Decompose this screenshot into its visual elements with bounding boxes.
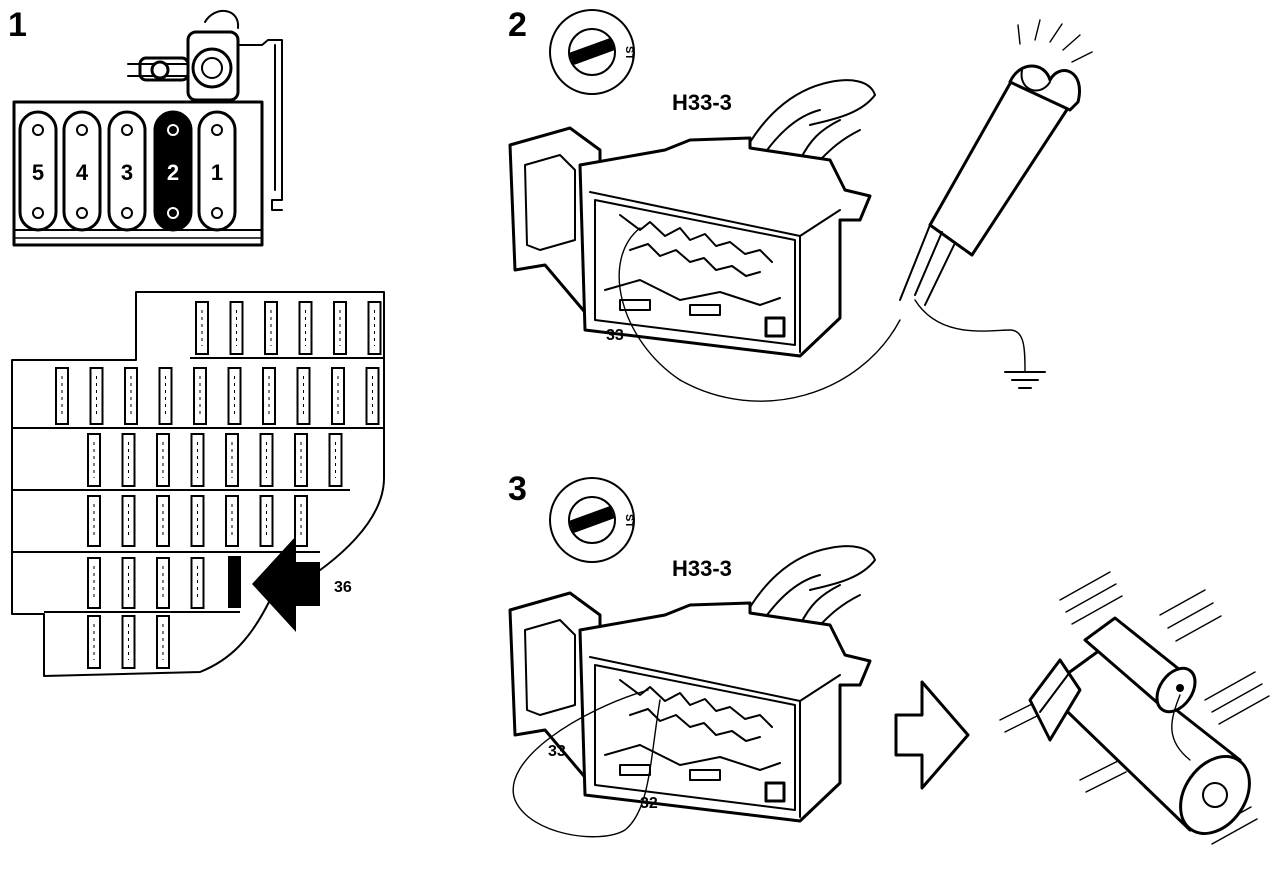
fuse [296,367,311,425]
fuse [264,301,278,355]
coil-slot-label: 4 [76,160,89,185]
connector-title: H33-3 [672,90,732,115]
pin-label-33: 33 [606,327,624,344]
fuse [55,367,69,425]
ignition-position-label: ST [623,514,635,528]
fuse [367,301,382,355]
ignition-key-icon: ST [549,9,635,95]
coil-slot-2-highlighted: 2 [153,110,193,232]
fuse [121,615,136,669]
step-2-number: 2 [508,6,527,44]
coil-slot-3: 3 [107,110,147,232]
fuse-box [11,291,385,677]
fuse-callout-36: 36 [334,579,352,596]
coil-slot-label: 2 [167,160,179,185]
coil-slot-4: 4 [62,110,102,232]
coil-sensor [127,9,283,211]
fuse [298,301,313,355]
coil-slot-label: 5 [32,160,44,185]
fuse [193,367,207,425]
connector-h33-3 [508,545,876,823]
test-lamp-icon [899,19,1093,306]
fuse [195,301,209,355]
fuse [87,615,101,669]
highlighted-fuse-36 [228,556,241,608]
arrow-to-fuse-36 [228,536,320,632]
fuse [365,367,380,425]
step-3-number: 3 [508,470,527,508]
arrow-right-icon [894,680,970,790]
ignition-key-icon: ST [549,477,635,563]
ignition-coil-pack: 5 4 3 2 1 [12,9,283,247]
coil-slot-1: 1 [197,110,237,232]
fuse [89,367,104,425]
ignition-position-label: ST [623,46,635,60]
fuse [87,433,101,487]
fuse [333,301,347,355]
coil-slot-label: 3 [121,160,133,185]
fuse [259,433,274,487]
fuse [225,433,239,487]
coil-slot-5: 5 [18,110,58,232]
starter-motor-icon [999,571,1270,845]
ground-symbol-icon [1004,371,1046,389]
pin-label-33: 33 [548,743,566,760]
fuse [158,367,173,425]
fuse-grid [12,301,384,669]
fuse [331,367,345,425]
pin-label-32: 32 [640,795,658,812]
fuse [262,367,276,425]
ground-wire [914,299,1026,373]
fuse [124,367,138,425]
connector-h33-3 [508,79,876,358]
fuse [227,367,242,425]
fuse [156,615,170,669]
coil-slot-label: 1 [211,160,223,185]
step-1-number: 1 [8,6,27,44]
fuse [328,433,343,487]
fuse [229,301,244,355]
fuse [121,433,136,487]
test-wire [618,227,901,402]
fuse [190,433,205,487]
jumper-wire [512,689,661,838]
fuse [156,433,170,487]
fuse [294,433,308,487]
connector-title: H33-3 [672,556,732,581]
